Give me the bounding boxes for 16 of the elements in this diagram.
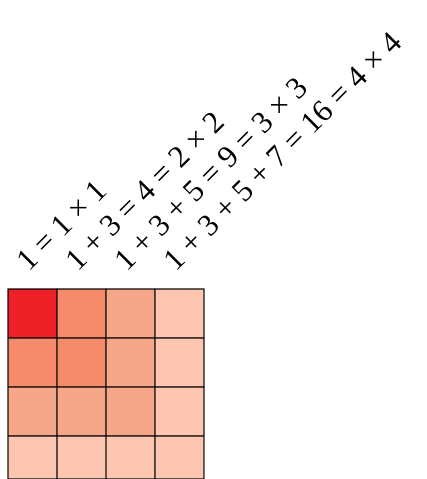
grid-square (56, 435, 107, 479)
grid-square (154, 288, 205, 339)
grid-square (7, 386, 58, 437)
grid-square (56, 386, 107, 437)
grid-square (154, 337, 205, 388)
grid-square (7, 435, 58, 479)
grid-square (154, 435, 205, 479)
grid-square (105, 288, 156, 339)
grid-square (7, 337, 58, 388)
grid-square (105, 337, 156, 388)
grid-square (7, 288, 58, 339)
grid-square (56, 337, 107, 388)
grid-square (105, 435, 156, 479)
grid-square (154, 386, 205, 437)
grid-square (56, 288, 107, 339)
grid-square (105, 386, 156, 437)
